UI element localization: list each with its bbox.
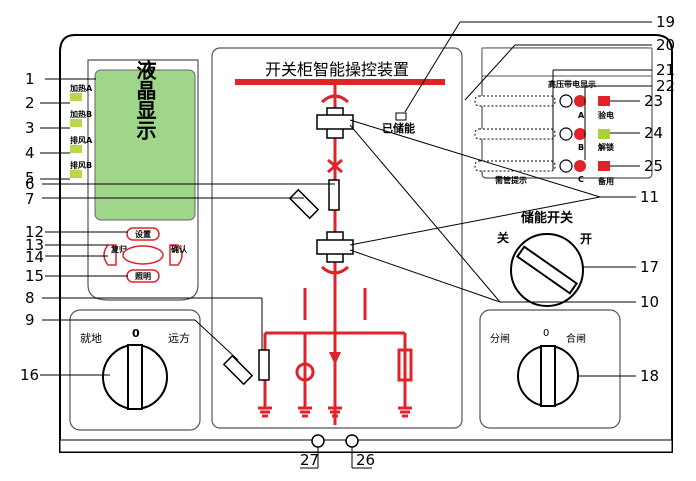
callout-18: 18 [640,367,659,385]
callout-9: 9 [25,311,35,329]
callout-23: 23 [644,92,663,110]
callout-10: 10 [640,293,659,311]
leader-lines [40,21,652,469]
breaker-top-cross [316,107,354,139]
callout-12: 12 [25,223,44,241]
zero-label-right: 0 [543,328,549,339]
callout-11: 11 [640,188,659,206]
local-label: 就地 [80,331,102,345]
energy-on-label: 开 [580,232,592,246]
hv-row-b: B 解锁 [474,127,614,152]
callout-3: 3 [25,119,35,137]
led-heat-b: 加热B [69,109,92,127]
callout-22: 22 [656,77,675,95]
svg-text:解锁: 解锁 [598,142,614,152]
breaker-bottom-cross [316,231,354,263]
svg-text:确认: 确认 [171,244,188,254]
callout-6: 6 [25,175,35,193]
svg-text:排风A: 排风A [70,135,93,145]
earth-switch-8 [258,349,270,381]
open-close-knob[interactable] [517,345,579,407]
callout-20: 20 [656,36,675,54]
callout-26: 26 [356,451,375,469]
svg-text:A: A [578,111,585,120]
callout-25: 25 [644,157,663,175]
svg-text:加热A: 加热A [69,83,93,93]
earth-switch-6 [328,179,340,211]
callout-13: 13 [25,236,44,254]
callout-27: 27 [300,451,319,469]
led-fan-a: 排风A [70,135,93,153]
led-fan-b: 排风B [70,160,92,178]
earth-switch-9 [222,354,254,386]
hv-row-a: A 验电 [474,94,614,120]
lcd-text: 液晶显示 [133,59,157,140]
stored-energy-led [395,112,407,121]
energy-switch-title: 储能开关 [520,210,573,226]
zero-label-left: 0 [132,327,140,340]
arrow-down [329,352,341,365]
callout-5: 5 [25,169,35,187]
callout-8: 8 [25,289,35,307]
hv-bottom-label: 需管提示 [495,175,527,185]
open-label: 分闸 [490,332,510,345]
set-key[interactable] [126,227,160,241]
panel-bottom-strip [59,439,673,453]
local-remote-knob[interactable] [102,344,168,410]
socket-26[interactable] [345,434,359,448]
svg-text:C: C [578,175,584,184]
socket-27[interactable] [311,434,325,448]
callout-7: 7 [25,190,35,208]
svg-text:照明: 照明 [135,272,151,281]
energy-off-label: 关 [497,230,509,245]
lcd-screen [94,69,196,221]
device-title: 开关柜智能操控装置 [265,60,409,79]
callout-2: 2 [25,94,35,112]
svg-text:加热B: 加热B [69,109,92,119]
energy-switch-knob[interactable] [510,233,584,307]
svg-text:备用: 备用 [597,176,614,186]
svg-text:复归: 复归 [110,244,127,254]
busbar [235,79,445,85]
confirm-key[interactable] [169,244,183,266]
callout-24: 24 [644,124,663,142]
close-label: 合闸 [566,332,586,345]
callout-16: 16 [20,366,39,384]
hv-row-c: C 备用 [474,159,614,186]
keypad[interactable]: 设置 复归 确认 照明 [103,227,188,283]
hv-top-rect [481,47,653,77]
callout-19: 19 [656,13,675,31]
callout-14: 14 [25,248,44,266]
svg-text:B: B [578,143,584,152]
remote-label: 远方 [168,331,190,345]
stored-energy-label: 已储能 [382,121,415,135]
callout-15: 15 [25,267,44,285]
led-heat-a: 加热A [69,83,93,101]
svg-text:设置: 设置 [135,229,151,239]
hv-title: 高压带电显示 [548,79,596,89]
callout-4: 4 [25,144,35,162]
svg-text:排风B: 排风B [70,160,92,170]
callout-17: 17 [640,258,659,276]
reset-key[interactable] [103,244,117,266]
center-key[interactable] [122,245,164,265]
callout-21: 21 [656,61,675,79]
svg-text:验电: 验电 [598,110,614,120]
callout-1: 1 [25,70,35,88]
earth-switch-7 [288,188,320,220]
